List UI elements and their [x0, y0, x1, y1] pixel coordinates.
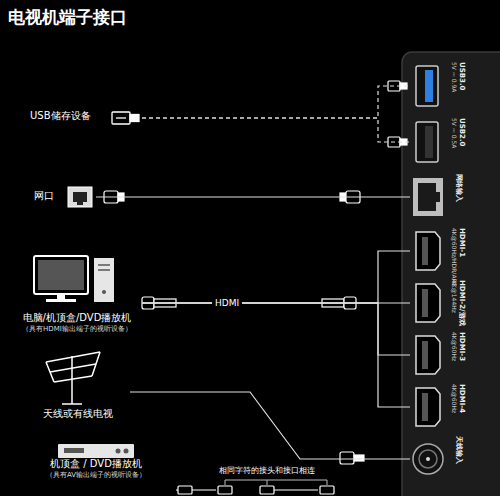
- source-device: 电脑/机顶盒/DVD播放机（具有HDMI输出端子的视听设备）: [12, 252, 142, 348]
- source-device: 天线或有线电视: [26, 350, 130, 424]
- port-tongue: [425, 70, 433, 102]
- port-shell: [416, 336, 440, 374]
- device-label: 机顶盒 / DVD播放机: [18, 458, 174, 471]
- av-plugs: [176, 486, 334, 494]
- port-label: 天线输入: [444, 436, 472, 482]
- port-socket: HDMI-2/游戏4K@144Hz: [410, 280, 480, 326]
- usb3-port: [410, 62, 446, 110]
- connector-line: [142, 303, 410, 355]
- port-spec: 4K@144Hz: [451, 280, 458, 326]
- note-text: 相同字符的接头和接口相连: [216, 465, 318, 477]
- device-label: 天线或有线电视: [26, 408, 130, 421]
- connector-line: [142, 86, 410, 118]
- port-label: USB3.05V ⎓ 0.9A: [444, 62, 472, 110]
- port-notch: [436, 192, 440, 202]
- port-spec: 4K@60Hz: [451, 332, 458, 378]
- source-device: 机顶盒 / DVD播放机（具有AV输出端子的视听设备）: [18, 442, 174, 494]
- port-label: HDMI-44K@60Hz: [444, 384, 472, 430]
- port-name: 网络输入: [454, 174, 462, 220]
- port-tongue: [422, 289, 428, 317]
- bracket: [225, 480, 327, 485]
- connector: [96, 197, 410, 198]
- port-name: USB3.0: [457, 62, 465, 110]
- port-socket: 网络输入: [410, 174, 480, 220]
- ant-port: [410, 436, 446, 482]
- port-name: HDMI-1: [457, 228, 465, 274]
- title: 电视机端子接口: [8, 6, 127, 29]
- port-name: USB2.0: [457, 118, 465, 166]
- port-socket: HDMI-44K@60Hz: [410, 384, 480, 430]
- hdmi-port: [410, 332, 446, 378]
- connector: [142, 251, 410, 303]
- connector-line: [142, 251, 410, 303]
- tv-panel: [402, 52, 500, 496]
- port-spec: 4K@60Hz/HDR/ARC: [451, 228, 458, 274]
- port-name: HDMI-3: [457, 332, 465, 378]
- hdmi-port: [410, 228, 446, 274]
- source-device: 网口: [34, 186, 96, 208]
- port-name: 天线输入: [454, 436, 462, 482]
- port-socket: HDMI-34K@60Hz: [410, 332, 480, 378]
- port-socket: 天线输入: [410, 436, 480, 482]
- port-ring: [419, 450, 437, 468]
- port-shell: [416, 122, 438, 162]
- port-shell: [413, 178, 443, 216]
- device-label: 网口: [34, 190, 96, 203]
- device-label: USB储存设备: [30, 110, 142, 123]
- port-pin: [426, 457, 430, 461]
- port-socket: USB3.05V ⎓ 0.9A: [410, 62, 480, 110]
- connector-line: [130, 392, 410, 459]
- antenna-plug: [340, 452, 364, 464]
- port-spec: 5V ⎓ 0.5A: [451, 118, 458, 166]
- port-name: HDMI-4: [457, 384, 465, 430]
- port-shell: [416, 284, 440, 322]
- port-shell: [416, 66, 438, 106]
- device-label: 电脑/机顶盒/DVD播放机: [12, 312, 142, 325]
- connector: [142, 303, 410, 355]
- port-tongue: [422, 237, 428, 265]
- net-port: [410, 174, 446, 220]
- port-label: HDMI-14K@60Hz/HDR/ARC: [444, 228, 472, 274]
- port-tongue: [422, 341, 428, 369]
- connector: [142, 118, 410, 142]
- port-shell: [416, 388, 440, 426]
- port-label: 网络输入: [444, 174, 472, 220]
- ethernet-icon: [68, 187, 92, 207]
- antenna-icon: [46, 352, 100, 404]
- connector: [130, 392, 410, 459]
- connector: [142, 86, 410, 118]
- port-name: HDMI-2/游戏: [457, 280, 465, 326]
- usb-plug-icon: [112, 112, 139, 124]
- connector-line: [96, 196, 410, 197]
- connector-line: [142, 118, 410, 142]
- port-socket: USB2.05V ⎓ 0.5A: [410, 118, 480, 166]
- usb2-port: [410, 118, 446, 166]
- hdmi-port: [410, 384, 446, 430]
- port-label: HDMI-34K@60Hz: [444, 332, 472, 378]
- port-tongue: [422, 393, 428, 421]
- port-label: USB2.05V ⎓ 0.5A: [444, 118, 472, 166]
- usb-port-plugs: [388, 81, 407, 147]
- port-hole: [418, 183, 436, 211]
- port-spec: 4K@60Hz: [451, 384, 458, 430]
- device-note: （具有AV输出端子的视听设备）: [18, 471, 174, 480]
- source-device: USB储存设备: [30, 108, 142, 128]
- port-shell: [413, 444, 443, 474]
- port-tongue: [425, 126, 433, 158]
- device-note: （具有HDMI输出端子的视听设备）: [12, 325, 142, 334]
- cable-label: HDMI: [212, 297, 242, 309]
- computer-icon: [34, 256, 114, 302]
- hdmi-port: [410, 280, 446, 326]
- port-shell: [416, 232, 440, 270]
- port-label: HDMI-2/游戏4K@144Hz: [444, 280, 472, 326]
- port-socket: HDMI-14K@60Hz/HDR/ARC: [410, 228, 480, 274]
- port-spec: 5V ⎓ 0.9A: [451, 62, 458, 110]
- av-device-icon: [58, 444, 134, 458]
